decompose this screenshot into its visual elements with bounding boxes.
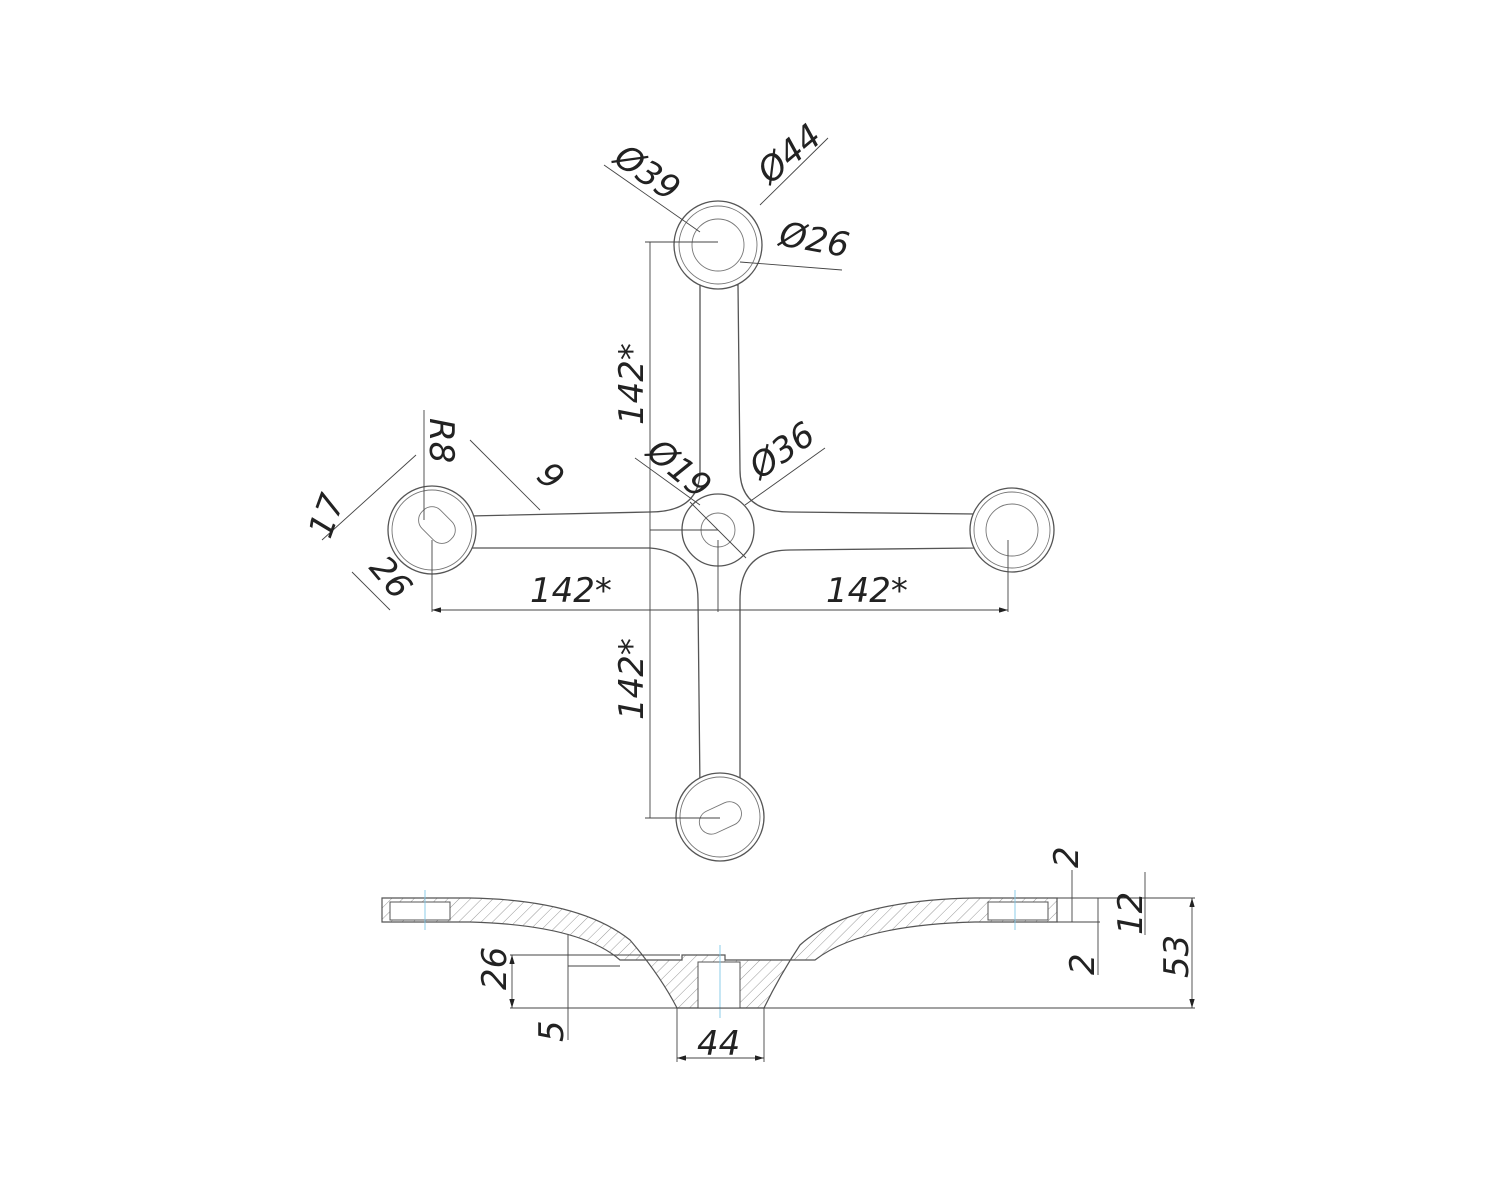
bottom-arm-length-label: 142* — [612, 638, 652, 720]
bottom-hub — [675, 772, 765, 862]
section-view: 2 12 2 53 26 5 44 — [381, 846, 1197, 1064]
left-arm-length-label: 142* — [530, 571, 612, 611]
top-hub — [673, 200, 763, 290]
total-height-label: 53 — [1157, 935, 1197, 978]
top-arm-length-label: 142* — [612, 343, 652, 425]
center-outer-dia-label: Ø36 — [741, 414, 823, 488]
top-hub-ring-dia-label: Ø39 — [605, 135, 687, 209]
top-hub-outer-dia-label: Ø44 — [749, 116, 830, 193]
slot-radius-label: R8 — [421, 418, 461, 463]
right-hub — [969, 487, 1055, 573]
top-hub-hole-dia-label: Ø26 — [774, 214, 852, 266]
section-dimensions — [509, 870, 1195, 1062]
section-body — [381, 897, 1058, 1009]
lower-gap-label: 2 — [1063, 953, 1103, 975]
right-arm-length-label: 142* — [826, 571, 908, 611]
plan-view: Ø39 Ø44 Ø26 Ø19 Ø36 R8 17 9 26 142* 142*… — [301, 116, 1055, 862]
top-gap-label: 2 — [1047, 846, 1087, 868]
slot-width-label: 17 — [301, 488, 354, 543]
slot-offset-label: 9 — [529, 454, 571, 499]
recess-depth-label: 5 — [532, 1020, 572, 1042]
recess-height-label: 26 — [475, 947, 515, 990]
base-width-label: 44 — [697, 1024, 740, 1064]
plan-dimensions — [321, 137, 1009, 819]
plate-thickness-label: 12 — [1111, 892, 1151, 935]
